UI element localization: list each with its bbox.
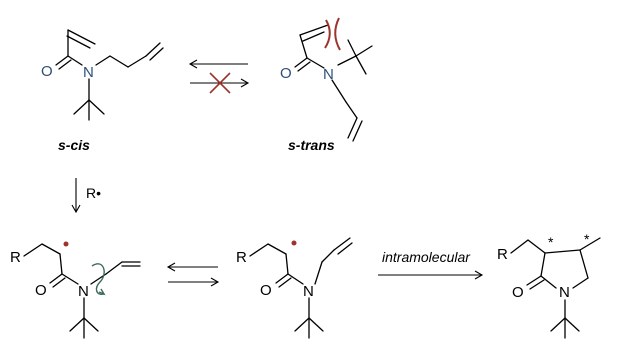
oxygen-atom-label: O [512,284,524,301]
nitrogen-atom-label: N [559,284,570,301]
intramolecular-label: intramolecular [382,249,471,265]
nitrogen-atom-label: N [78,283,89,300]
radical-reagent-label: R• [86,185,101,201]
radical-intermediate-1: R O N [10,241,141,339]
oxygen-atom-label: O [41,63,53,80]
stereocenter-mark: * [584,231,590,247]
nitrogen-atom-label: N [323,66,334,83]
radical-dot [291,240,297,246]
cyclization-arrow [378,270,484,280]
steric-clash-mark [324,19,331,49]
pyrrolidinone-product: R O N * * [497,231,601,339]
rotation-arrowhead [98,288,106,296]
stereocenter-mark: * [548,234,554,250]
bond-rotation-arrow [91,263,105,296]
s-cis-caption: s-cis [58,137,90,153]
r-group-label: R [10,249,21,266]
s-cis-conformer: O N [41,29,164,121]
oxygen-atom-label: O [260,282,272,299]
oxygen-atom-label: O [35,282,47,299]
radical-addition-arrow [71,178,81,214]
s-trans-conformer: O N [280,17,373,142]
nitrogen-atom-label: N [83,64,94,81]
nitrogen-atom-label: N [303,283,314,300]
steric-clash-mark [334,17,341,51]
oxygen-atom-label: O [280,65,292,82]
r-group-label: R [236,249,247,266]
radical-dot [63,241,69,247]
s-trans-caption: s-trans [288,137,335,153]
r-group-label: R [497,246,508,263]
rotamer-equilibrium-arrows [166,262,220,287]
radical-intermediate-2: R O N [236,237,353,339]
conformer-equilibrium-arrows [188,59,250,94]
